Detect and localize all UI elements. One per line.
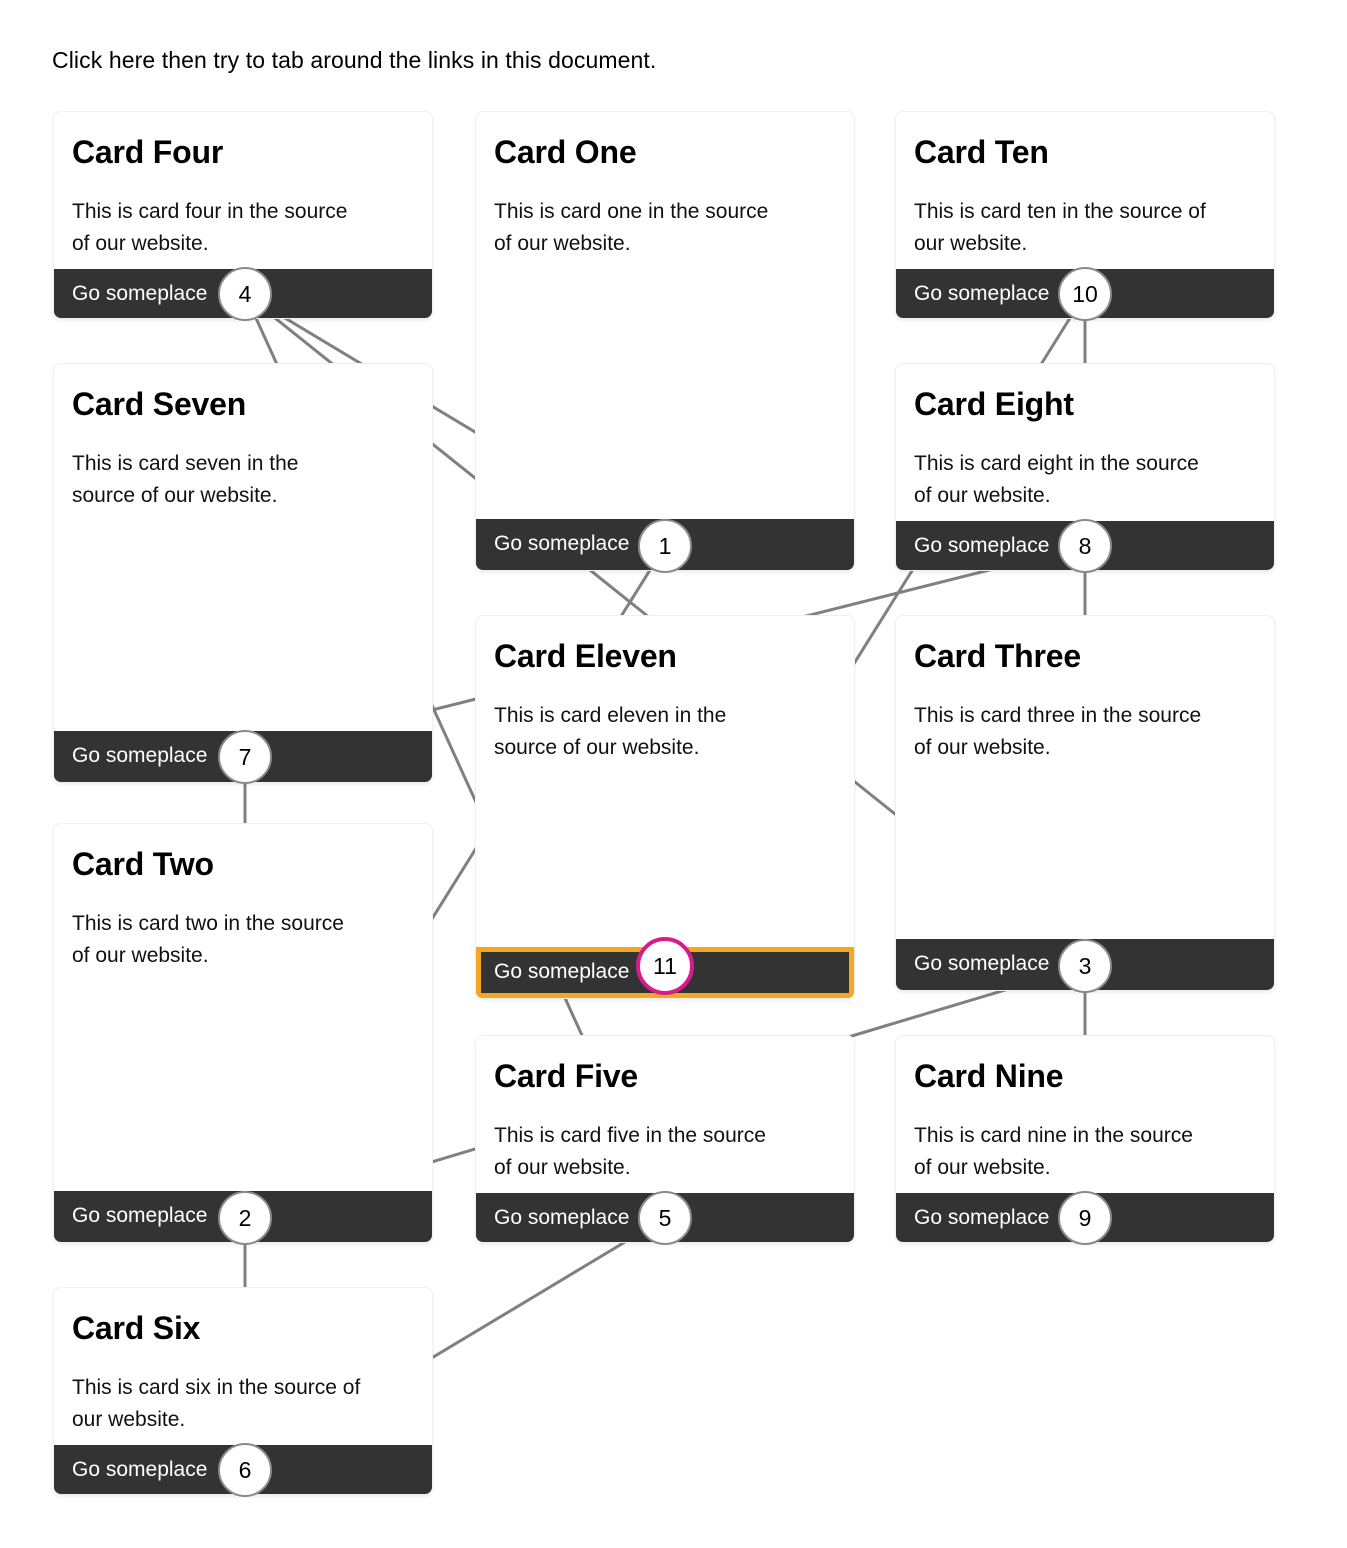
card-eleven-title: Card Eleven	[494, 638, 677, 674]
card-five-title: Card Five	[494, 1058, 639, 1094]
tab-index-badge-9: 9	[1058, 1191, 1112, 1245]
card-seven-title: Card Seven	[72, 386, 247, 422]
card-ten-description: This is card ten in the source of our we…	[914, 199, 1206, 255]
card-four-description: This is card four in the source of our w…	[72, 199, 348, 255]
tab-index-badge-6: 6	[218, 1443, 272, 1497]
card-eleven-description: This is card eleven in the source of our…	[494, 703, 727, 759]
tab-index-badge-2: 2	[218, 1191, 272, 1245]
card-one-description: This is card one in the source of our we…	[494, 199, 769, 255]
card-nine-description: This is card nine in the source of our w…	[914, 1123, 1193, 1179]
card-one-title: Card One	[494, 134, 637, 170]
card-seven-description: This is card seven in the source of our …	[72, 451, 299, 507]
card-four-title: Card Four	[72, 134, 224, 170]
card-ten-title: Card Ten	[914, 134, 1049, 170]
card-eight-title: Card Eight	[914, 386, 1074, 422]
card-three-description: This is card three in the source of our …	[914, 703, 1202, 759]
tab-index-badge-7: 7	[218, 730, 272, 784]
card-eight-description: This is card eight in the source of our …	[914, 451, 1199, 507]
card-nine-title: Card Nine	[914, 1058, 1064, 1094]
tab-index-badge-8: 8	[1058, 519, 1112, 573]
card-three-title: Card Three	[914, 638, 1081, 674]
card-two-title: Card Two	[72, 846, 214, 882]
tab-index-badge-11: 11	[636, 937, 694, 995]
tab-index-badge-4: 4	[218, 267, 272, 321]
tab-index-badge-3: 3	[1058, 939, 1112, 993]
tab-index-badge-5: 5	[638, 1191, 692, 1245]
card-six-description: This is card six in the source of our we…	[72, 1375, 361, 1431]
card-six-title: Card Six	[72, 1310, 201, 1346]
card-two-description: This is card two in the source of our we…	[72, 911, 344, 967]
tab-index-badge-10: 10	[1058, 267, 1112, 321]
tab-index-badge-1: 1	[638, 519, 692, 573]
page-intro-text: Click here then try to tab around the li…	[52, 47, 657, 73]
card-five-description: This is card five in the source of our w…	[494, 1123, 766, 1179]
